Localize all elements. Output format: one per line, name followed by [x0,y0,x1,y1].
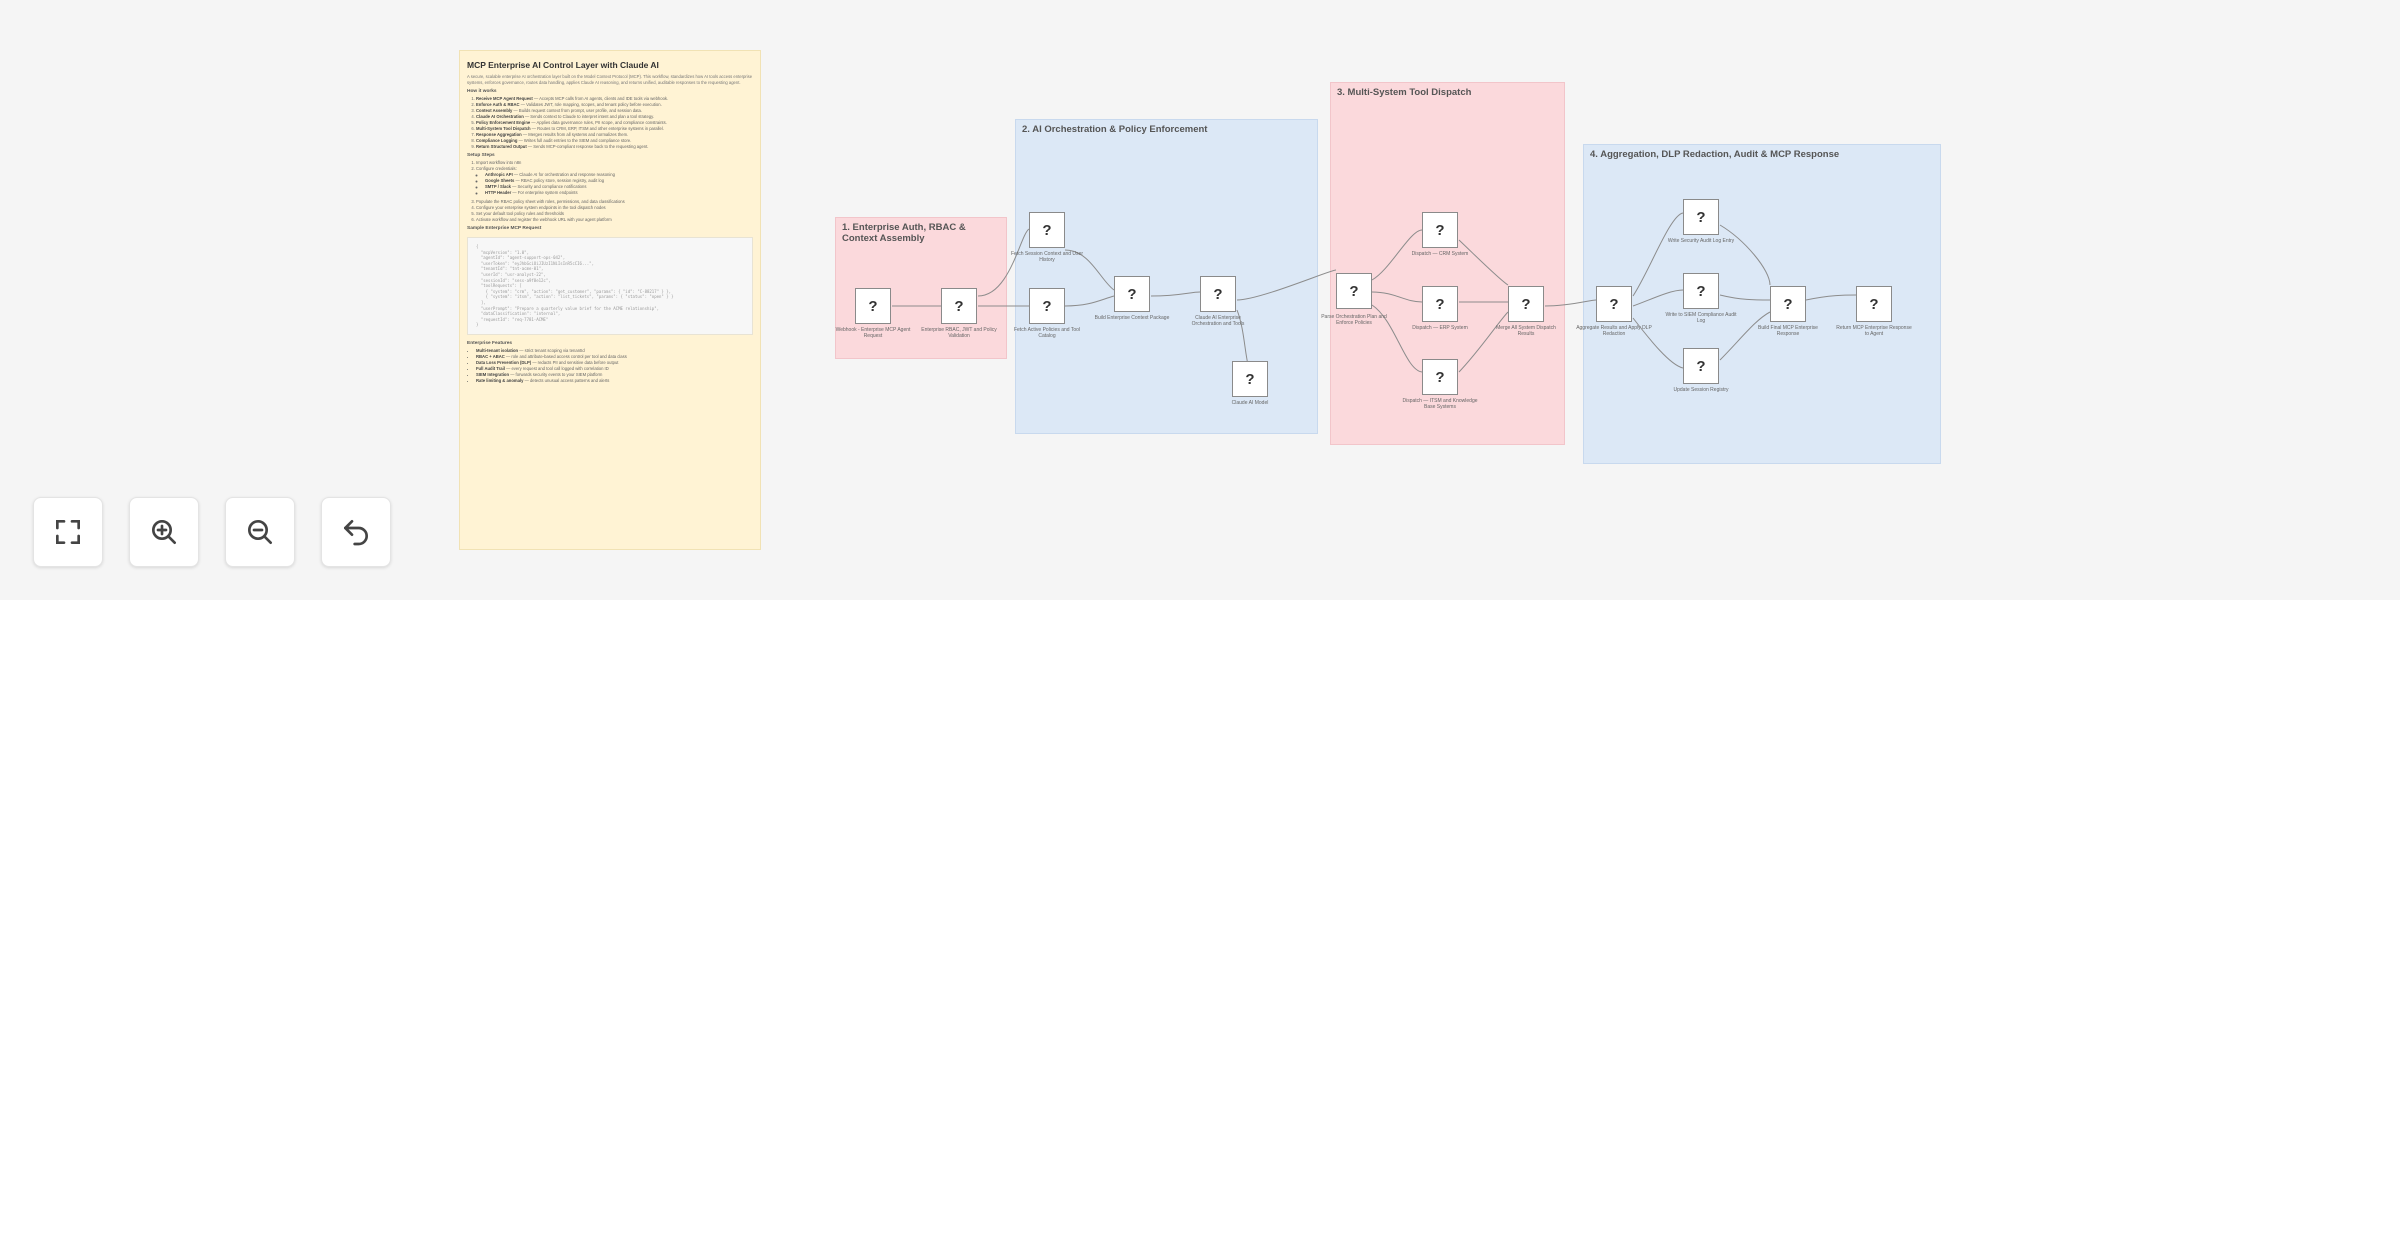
how-it-works-item: Enforce Auth & RBAC — Validates JWT, rol… [476,102,753,108]
node-label: Update Session Registry [1673,387,1729,393]
node-webhook[interactable]: ? [855,288,891,324]
how-it-works-item: Context Assembly — Builds request contex… [476,108,753,114]
node-aggregate-dlp[interactable]: ? [1596,286,1632,322]
node-label: Merge All System Dispatch Results [1496,325,1556,337]
enterprise-feature-item: Rate limiting & anomaly — detects unusua… [476,378,753,384]
node-label: Claude AI Model [1231,400,1269,406]
node-label: Parse Orchestration Plan and Enforce Pol… [1321,314,1387,326]
how-it-works-item: Multi-System Tool Dispatch — Routes to C… [476,126,753,132]
node-label: Enterprise RBAC, JWT and Policy Validati… [921,327,997,339]
node-label: Build Enterprise Context Package [1094,315,1170,321]
setup-step: Import workflow into n8n [476,160,753,166]
node-label: Dispatch — ITSM and Knowledge Base Syste… [1402,398,1478,410]
how-it-works-item: Receive MCP Agent Request — Accepts MCP … [476,96,753,102]
node-label: Claude AI Enterprise Orchestration and T… [1191,315,1245,327]
group-title: 2. AI Orchestration & Policy Enforcement [1022,124,1208,135]
reset-zoom-button[interactable] [321,497,391,567]
node-merge-results[interactable]: ? [1508,286,1544,322]
sample-request-json: { "mcpVersion": "1.0", "agentId": "agent… [476,244,674,328]
sticky-note-title: MCP Enterprise AI Control Layer with Cla… [467,60,659,70]
group-ai-orchestration[interactable]: 2. AI Orchestration & Policy Enforcement [1015,119,1318,434]
node-parse-plan[interactable]: ? [1336,273,1372,309]
zoom-out-button[interactable] [225,497,295,567]
node-security-audit[interactable]: ? [1683,199,1719,235]
fit-view-button[interactable] [33,497,103,567]
credential-item: Google Sheets — RBAC policy store, sessi… [485,178,753,184]
node-return-response[interactable]: ? [1856,286,1892,322]
node-label: Dispatch — ERP System [1412,325,1468,331]
enterprise-feature-item: RBAC + ABAC — role and attribute-based a… [476,354,753,360]
setup-steps-list: Import workflow into n8nConfigure creden… [467,160,753,223]
group-title: 1. Enterprise Auth, RBAC & Context Assem… [842,222,966,244]
node-label: Dispatch — CRM System [1411,251,1469,257]
group-title: 3. Multi-System Tool Dispatch [1337,87,1472,98]
setup-step: Populate the RBAC policy sheet with role… [476,199,753,205]
sticky-note[interactable]: MCP Enterprise AI Control Layer with Cla… [459,50,761,550]
node-siem-log[interactable]: ? [1683,273,1719,309]
enterprise-feature-item: SIEM Integration — forwards security eve… [476,372,753,378]
enterprise-features-heading: Enterprise Features [467,340,513,346]
enterprise-feature-item: Full Audit Trail — every request and too… [476,366,753,372]
credentials-list: Anthropic API — Claude AI for orchestrat… [476,172,753,196]
node-label: Fetch Session Context and User History [1011,251,1083,263]
credential-item: HTTP Header — For enterprise system endp… [485,190,753,196]
node-label: Return MCP Enterprise Response to Agent [1836,325,1912,337]
workflow-canvas[interactable]: MCP Enterprise AI Control Layer with Cla… [0,0,2400,600]
setup-step: Configure your enterprise system endpoin… [476,205,753,211]
node-label: Write Security Audit Log Entry [1667,238,1735,244]
enterprise-features-list: Multi-tenant isolation — strict tenant s… [467,348,753,384]
node-label: Aggregate Results and Apply DLP Redactio… [1576,325,1652,337]
node-label: Webhook - Enterprise MCP Agent Request [835,327,911,339]
zoom-in-button[interactable] [129,497,199,567]
node-claude-orchestration[interactable]: ? [1200,276,1236,312]
how-it-works-item: Policy Enforcement Engine — Applies data… [476,120,753,126]
zoom-in-icon [152,520,176,544]
node-label: Build Final MCP Enterprise Response [1758,325,1818,337]
how-it-works-list: Receive MCP Agent Request — Accepts MCP … [467,96,753,150]
enterprise-feature-item: Multi-tenant isolation — strict tenant s… [476,348,753,354]
node-rbac-validation[interactable]: ? [941,288,977,324]
node-dispatch-crm[interactable]: ? [1422,212,1458,248]
how-it-works-item: Return Structured Output — Sends MCP-com… [476,144,753,150]
node-build-response[interactable]: ? [1770,286,1806,322]
credential-item: Anthropic API — Claude AI for orchestrat… [485,172,753,178]
sample-request-code: { "mcpVersion": "1.0", "agentId": "agent… [467,237,753,335]
setup-step: Configure credentials:Anthropic API — Cl… [476,166,753,196]
sample-heading: Sample Enterprise MCP Request [467,226,542,231]
node-session-context[interactable]: ? [1029,212,1065,248]
fit-view-icon [56,520,80,544]
setup-step: Activate workflow and register the webho… [476,217,753,223]
setup-step: Set your default tool policy rules and t… [476,211,753,217]
node-fetch-policies[interactable]: ? [1029,288,1065,324]
how-it-works-item: Response Aggregation — Merges results fr… [476,132,753,138]
reset-zoom-icon [344,520,368,546]
zoom-out-icon [248,520,272,544]
node-build-context[interactable]: ? [1114,276,1150,312]
node-dispatch-erp[interactable]: ? [1422,286,1458,322]
how-it-works-item: Claude AI Orchestration — Sends context … [476,114,753,120]
node-session-registry[interactable]: ? [1683,348,1719,384]
how-it-works-item: Compliance Logging — Writes full audit e… [476,138,753,144]
how-it-works-heading: How it works [467,89,497,94]
setup-heading: Setup Steps [467,153,495,158]
sticky-note-intro: A secure, scalable enterprise AI orchest… [467,74,753,85]
empty-area [0,600,2400,1260]
enterprise-feature-item: Data Loss Prevention (DLP) — redacts PII… [476,360,753,366]
node-label: Fetch Active Policies and Tool Catalog [1013,327,1081,339]
credential-item: SMTP / Slack — Security and compliance n… [485,184,753,190]
node-dispatch-itsm[interactable]: ? [1422,359,1458,395]
node-label: Write to SIEM Compliance Audit Log [1665,312,1737,324]
group-title: 4. Aggregation, DLP Redaction, Audit & M… [1590,149,1840,160]
node-claude-model[interactable]: ? [1232,361,1268,397]
